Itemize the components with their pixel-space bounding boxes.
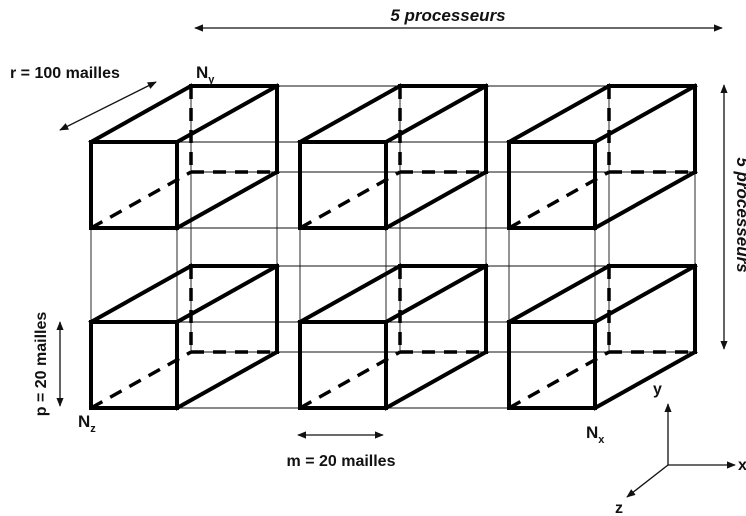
axis-triad: y x z bbox=[615, 381, 746, 516]
box-edge bbox=[592, 169, 698, 231]
processor-box bbox=[297, 263, 489, 411]
r-dimension-arrow bbox=[59, 81, 157, 131]
box-edge bbox=[383, 83, 489, 145]
z-axis-arrow bbox=[626, 464, 669, 498]
ny-corner-label: Ny bbox=[196, 63, 215, 86]
box-hidden-edge bbox=[299, 170, 401, 230]
box-hidden-edge bbox=[299, 350, 401, 410]
box-edge bbox=[383, 349, 489, 411]
box-edge bbox=[174, 169, 280, 231]
box-hidden-edge bbox=[508, 350, 610, 410]
m-dimension-label: m = 20 mailles bbox=[287, 453, 396, 470]
right-span-label: 5 processeurs bbox=[733, 157, 746, 272]
box-edge bbox=[174, 83, 280, 145]
nz-corner-label: Nz bbox=[78, 412, 96, 435]
processor-box bbox=[297, 83, 489, 231]
box-edge bbox=[506, 263, 612, 325]
box-edge bbox=[592, 263, 698, 325]
box-edge bbox=[88, 83, 194, 145]
y-axis-label: y bbox=[653, 381, 662, 398]
processor-blocks bbox=[88, 83, 698, 411]
nx-corner-label: Nx bbox=[586, 423, 605, 446]
box-edge bbox=[383, 169, 489, 231]
box-edge bbox=[592, 83, 698, 145]
box-edge bbox=[174, 263, 280, 325]
box-hidden-edge bbox=[90, 350, 192, 410]
box-edge bbox=[174, 349, 280, 411]
box-hidden-edge bbox=[508, 170, 610, 230]
z-axis-label: z bbox=[615, 500, 623, 516]
box-edge bbox=[297, 83, 403, 145]
box-edge bbox=[592, 349, 698, 411]
x-axis-label: x bbox=[738, 457, 746, 474]
p-dimension-label: p = 20 mailles bbox=[33, 312, 50, 417]
processor-box bbox=[506, 83, 698, 231]
box-edge bbox=[297, 263, 403, 325]
processor-grid-lines bbox=[90, 85, 696, 409]
top-span-label: 5 processeurs bbox=[390, 6, 505, 25]
box-edge bbox=[506, 83, 612, 145]
r-dimension-label: r = 100 mailles bbox=[10, 65, 120, 82]
processor-box bbox=[88, 83, 280, 231]
box-edge bbox=[88, 263, 194, 325]
box-hidden-edge bbox=[90, 170, 192, 230]
processor-box bbox=[88, 263, 280, 411]
processor-box bbox=[506, 263, 698, 411]
box-edge bbox=[383, 263, 489, 325]
